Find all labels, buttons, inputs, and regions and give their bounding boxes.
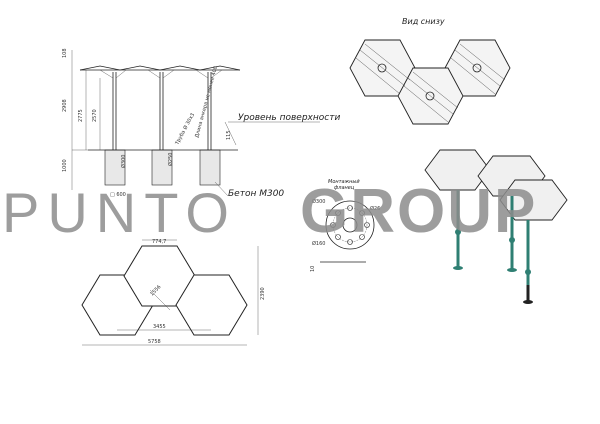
- dim-foot: □ 600: [110, 192, 126, 198]
- dim-h2: 2570: [92, 109, 98, 122]
- surface-level-label: Уровень поверхности: [238, 113, 340, 123]
- bottom-view: Вид снизу: [349, 17, 511, 125]
- flange-pcd: [332, 207, 368, 243]
- brackets: [99, 69, 223, 79]
- watermark-group: GROUP: [300, 177, 537, 246]
- concrete-leader: [214, 181, 229, 197]
- iso-joint-2: [509, 237, 515, 243]
- foundation-right: [199, 149, 221, 186]
- surface-leader: [224, 121, 237, 146]
- flange-title-2: фланец: [334, 185, 355, 191]
- watermark-punto: PUNTO: [2, 181, 237, 244]
- plan-hex-right: [175, 274, 248, 336]
- flange-holes: [330, 205, 370, 245]
- pipe-note: Труба Ø 30х3: [173, 112, 196, 147]
- iso-base-3: [523, 300, 533, 304]
- plan-dim-width: 5758: [148, 339, 161, 345]
- iso-base-1: [453, 266, 463, 270]
- dim-total: 2908: [62, 99, 68, 112]
- flange-dim-hole: Ø26: [370, 205, 380, 212]
- watermark: PUNTO GROUP: [2, 177, 537, 246]
- dim-h1: 2775: [78, 109, 84, 122]
- iso-base-2: [507, 268, 517, 272]
- concrete-label: Бетон М300: [228, 189, 284, 199]
- flange-title-1: Монтажный: [328, 179, 360, 185]
- bottom-mount-right: [472, 63, 482, 73]
- anchor-note: Длина анкера не менее 400: [194, 66, 219, 139]
- dim-top: 108: [62, 48, 68, 58]
- plan-dim-hex-top: 774,7: [152, 239, 166, 245]
- dim-diameter: Ø300: [120, 155, 127, 168]
- plan-dim-inner: 3455: [153, 324, 166, 330]
- bottom-mount-left: [377, 63, 387, 73]
- isometric-view: [424, 149, 568, 304]
- dim-base: 1000: [62, 159, 68, 172]
- plan-view: 774,7 5758 3455 2390 1556: [81, 239, 266, 346]
- plan-dim-height: 2390: [260, 287, 266, 300]
- plan-dim-diag-line: [149, 289, 171, 311]
- bottom-view-title: Вид снизу: [402, 17, 445, 26]
- flange-detail: Монтажный фланец Ø300 Ø26 Ø160 10: [310, 179, 380, 272]
- iso-joint-3: [525, 269, 531, 275]
- flange-dim-thk: 10: [310, 266, 316, 272]
- iso-joint-1: [455, 229, 461, 235]
- elevation-view: 108 2908 2775 2570 1000 Ø300 Ø250 □ 600 …: [62, 48, 340, 199]
- bottom-mount-center: [425, 91, 435, 101]
- surface-dim: 115: [226, 130, 232, 140]
- iso-hex-3: [499, 179, 568, 221]
- dim-diameter-2: Ø250: [167, 153, 174, 166]
- flange-dim-center: Ø160: [312, 240, 325, 247]
- flange-center: [342, 217, 358, 233]
- flange-outer: [325, 200, 375, 250]
- bottom-slats: [355, 43, 506, 123]
- flange-dim-outer: Ø300: [312, 198, 325, 205]
